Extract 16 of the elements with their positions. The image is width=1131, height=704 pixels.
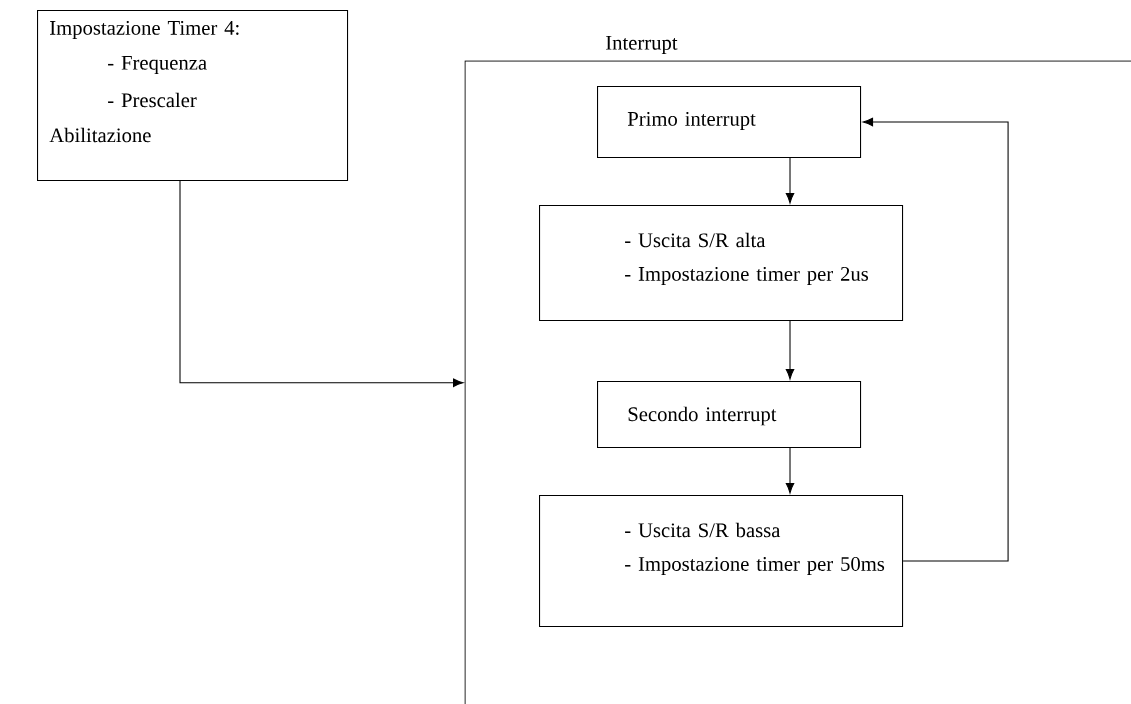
box-text: - Impostazione timer per 50ms bbox=[625, 556, 885, 576]
frame-heading: Interrupt bbox=[606, 36, 678, 54]
box-text: Abilitazione bbox=[49, 127, 151, 143]
box-text: - Uscita S/R bassa bbox=[625, 522, 781, 538]
arrow bbox=[785, 320, 795, 380]
arrow bbox=[862, 117, 1009, 562]
arrow bbox=[785, 157, 795, 204]
box-text: - Frequenza bbox=[108, 56, 207, 74]
box-text: Impostazione Timer 4: bbox=[50, 20, 239, 40]
box-text: - Prescaler bbox=[108, 92, 197, 108]
box-text: Primo interrupt bbox=[627, 111, 756, 131]
arrow bbox=[785, 447, 795, 494]
box-text: - Uscita S/R alta bbox=[625, 232, 766, 248]
box-text: Secondo interrupt bbox=[628, 406, 777, 426]
arrow bbox=[179, 180, 464, 388]
box-text: - Impostazione timer per 2us bbox=[625, 266, 869, 286]
